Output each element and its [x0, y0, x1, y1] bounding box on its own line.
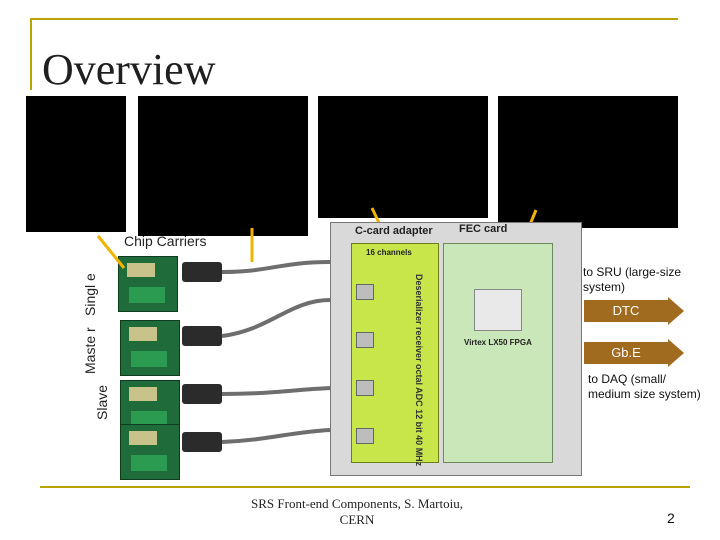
cable-connector-4: [182, 432, 222, 452]
cable-connector-2: [182, 326, 222, 346]
adc-text: octal ADC 12 bit 40 MHz: [414, 364, 424, 467]
frame-left-line: [30, 18, 32, 90]
dtc-arrow: DTC: [584, 297, 684, 325]
cable-4: [221, 428, 331, 444]
fec-board: Virtex LX50 FPGA: [443, 243, 553, 463]
deserializer-text: Deserializer receiver: [414, 274, 424, 362]
cables: [221, 260, 331, 444]
cable-3: [221, 386, 331, 396]
cable-2: [221, 298, 331, 338]
to-sru-note: to SRU (large-size system): [583, 265, 682, 294]
frame-bottom-line: [40, 486, 690, 488]
port-3: [356, 380, 374, 396]
port-4: [356, 428, 374, 444]
channels-text: 16 channels: [366, 248, 412, 257]
image-box-2: [138, 96, 308, 236]
slide-title: Overview: [42, 45, 216, 94]
chip-carrier-4: [120, 424, 180, 480]
footer-text: SRS Front-end Components, S. Martoiu, CE…: [251, 496, 463, 527]
chip-carrier-1: [118, 256, 178, 312]
image-box-4: [498, 96, 678, 228]
dtc-label: DTC: [612, 303, 640, 318]
port-2: [356, 332, 374, 348]
fec-card-label: FEC card: [459, 223, 508, 235]
cable-1: [221, 260, 331, 274]
cadapter-board: 16 channels Deserializer receiver octal …: [351, 243, 439, 467]
gbe-arrow: Gb.E: [584, 339, 684, 367]
electronics-board: C-card adapter FEC card 16 channels Dese…: [330, 222, 582, 476]
cadapter-label: C-card adapter: [355, 225, 433, 237]
port-1: [356, 284, 374, 300]
fpga-text: Virtex LX50 FPGA: [464, 338, 532, 347]
image-box-1: [26, 96, 126, 232]
cable-connector-1: [182, 262, 222, 282]
chip-carrier-2: [120, 320, 180, 376]
image-box-3: [318, 96, 488, 218]
chip-carriers-label: Chip Carriers: [124, 233, 207, 249]
cable-connector-3: [182, 384, 222, 404]
fpga-chip: [474, 289, 522, 331]
page-number: 2: [667, 510, 675, 526]
to-daq-note: to DAQ (small/ medium size system): [588, 372, 701, 401]
frame-top-line: [30, 18, 678, 20]
gbe-label: Gb.E: [611, 345, 641, 360]
pointer-arrow-1: [96, 235, 126, 269]
